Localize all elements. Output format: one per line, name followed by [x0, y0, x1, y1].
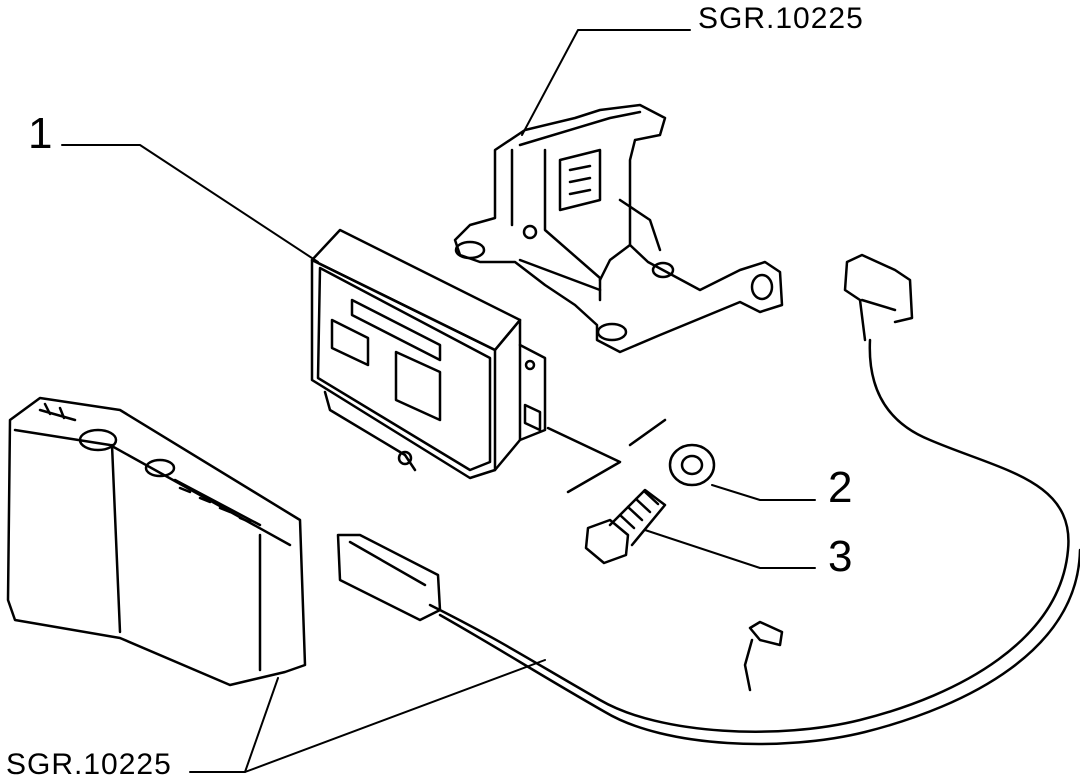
- callout-2: 2: [828, 463, 853, 512]
- reference-label-bottom: SGR.10225: [6, 748, 172, 780]
- callout-3: 3: [828, 532, 853, 581]
- callout-1: 1: [28, 109, 53, 158]
- control-unit: [310, 228, 547, 480]
- washer: [668, 443, 716, 487]
- wiring-harness: [336, 253, 1080, 746]
- bolt: [584, 488, 667, 565]
- leader-lines: [61, 29, 816, 773]
- assembly-guide-lines: [546, 418, 667, 494]
- connector-cover: [6, 396, 307, 687]
- mounting-bracket: [453, 103, 784, 354]
- reference-label-top: SGR.10225: [698, 2, 864, 35]
